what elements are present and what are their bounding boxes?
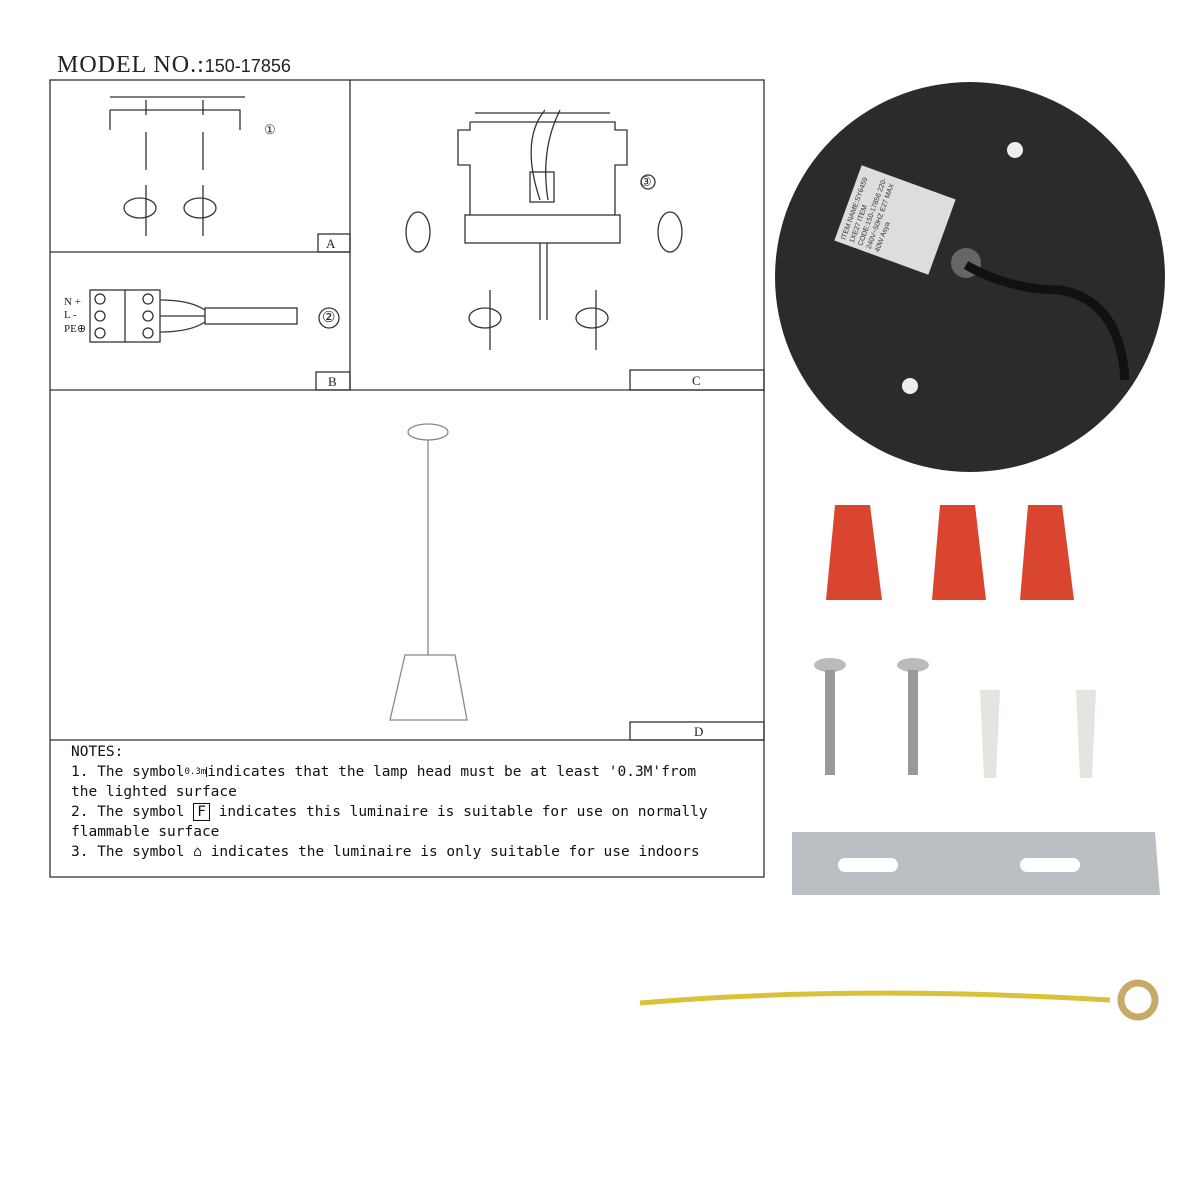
wire-l: L - <box>64 309 77 321</box>
panel-d-pendant-lamp <box>389 423 468 721</box>
wall-plugs <box>980 690 1096 778</box>
panel-label-b: B <box>328 374 337 389</box>
note3-text: indicates the luminaire is only suitable… <box>210 844 700 860</box>
panel-b-terminal-block <box>89 289 340 343</box>
sheet-border <box>49 79 765 878</box>
earth-wire <box>639 979 1159 1021</box>
wire-nuts <box>826 505 1074 600</box>
note2-start: 2. The symbol <box>71 804 185 820</box>
distance-symbol: 0.3m <box>184 767 208 777</box>
note2-text: indicates this luminaire is suitable for… <box>218 804 708 820</box>
panel-a-ceiling-screws <box>109 96 245 236</box>
step-one: ① <box>264 122 276 137</box>
notes-title: NOTES: <box>71 744 124 760</box>
mounting-bracket <box>792 832 1160 895</box>
model-number: MODEL NO.:150-17856 <box>57 52 291 78</box>
step-two: ② <box>322 310 336 326</box>
ceiling-rose-photo <box>775 82 1165 472</box>
wire-n: N + <box>64 296 81 308</box>
note1-start: 1. The symbol <box>71 764 185 780</box>
screws <box>814 658 929 775</box>
note1-text: indicates that the lamp head must be at … <box>207 764 697 780</box>
panel-label-a: A <box>326 236 336 251</box>
note3-start: 3. The symbol <box>71 844 185 860</box>
wire-pe: PE⊕ <box>64 323 87 335</box>
flammable-symbol: F <box>193 803 210 821</box>
indoor-house-icon: ⌂ <box>193 844 202 860</box>
note2-cont: flammable surface <box>71 824 220 840</box>
notes-section: NOTES: 1. The symbol0.3mindicates that t… <box>71 742 751 862</box>
panel-c-mounting <box>405 109 683 350</box>
note1-cont: the lighted surface <box>71 784 237 800</box>
step-three: ③ <box>640 174 652 189</box>
panel-label-c: C <box>692 373 701 388</box>
panel-label-d: D <box>694 724 704 739</box>
